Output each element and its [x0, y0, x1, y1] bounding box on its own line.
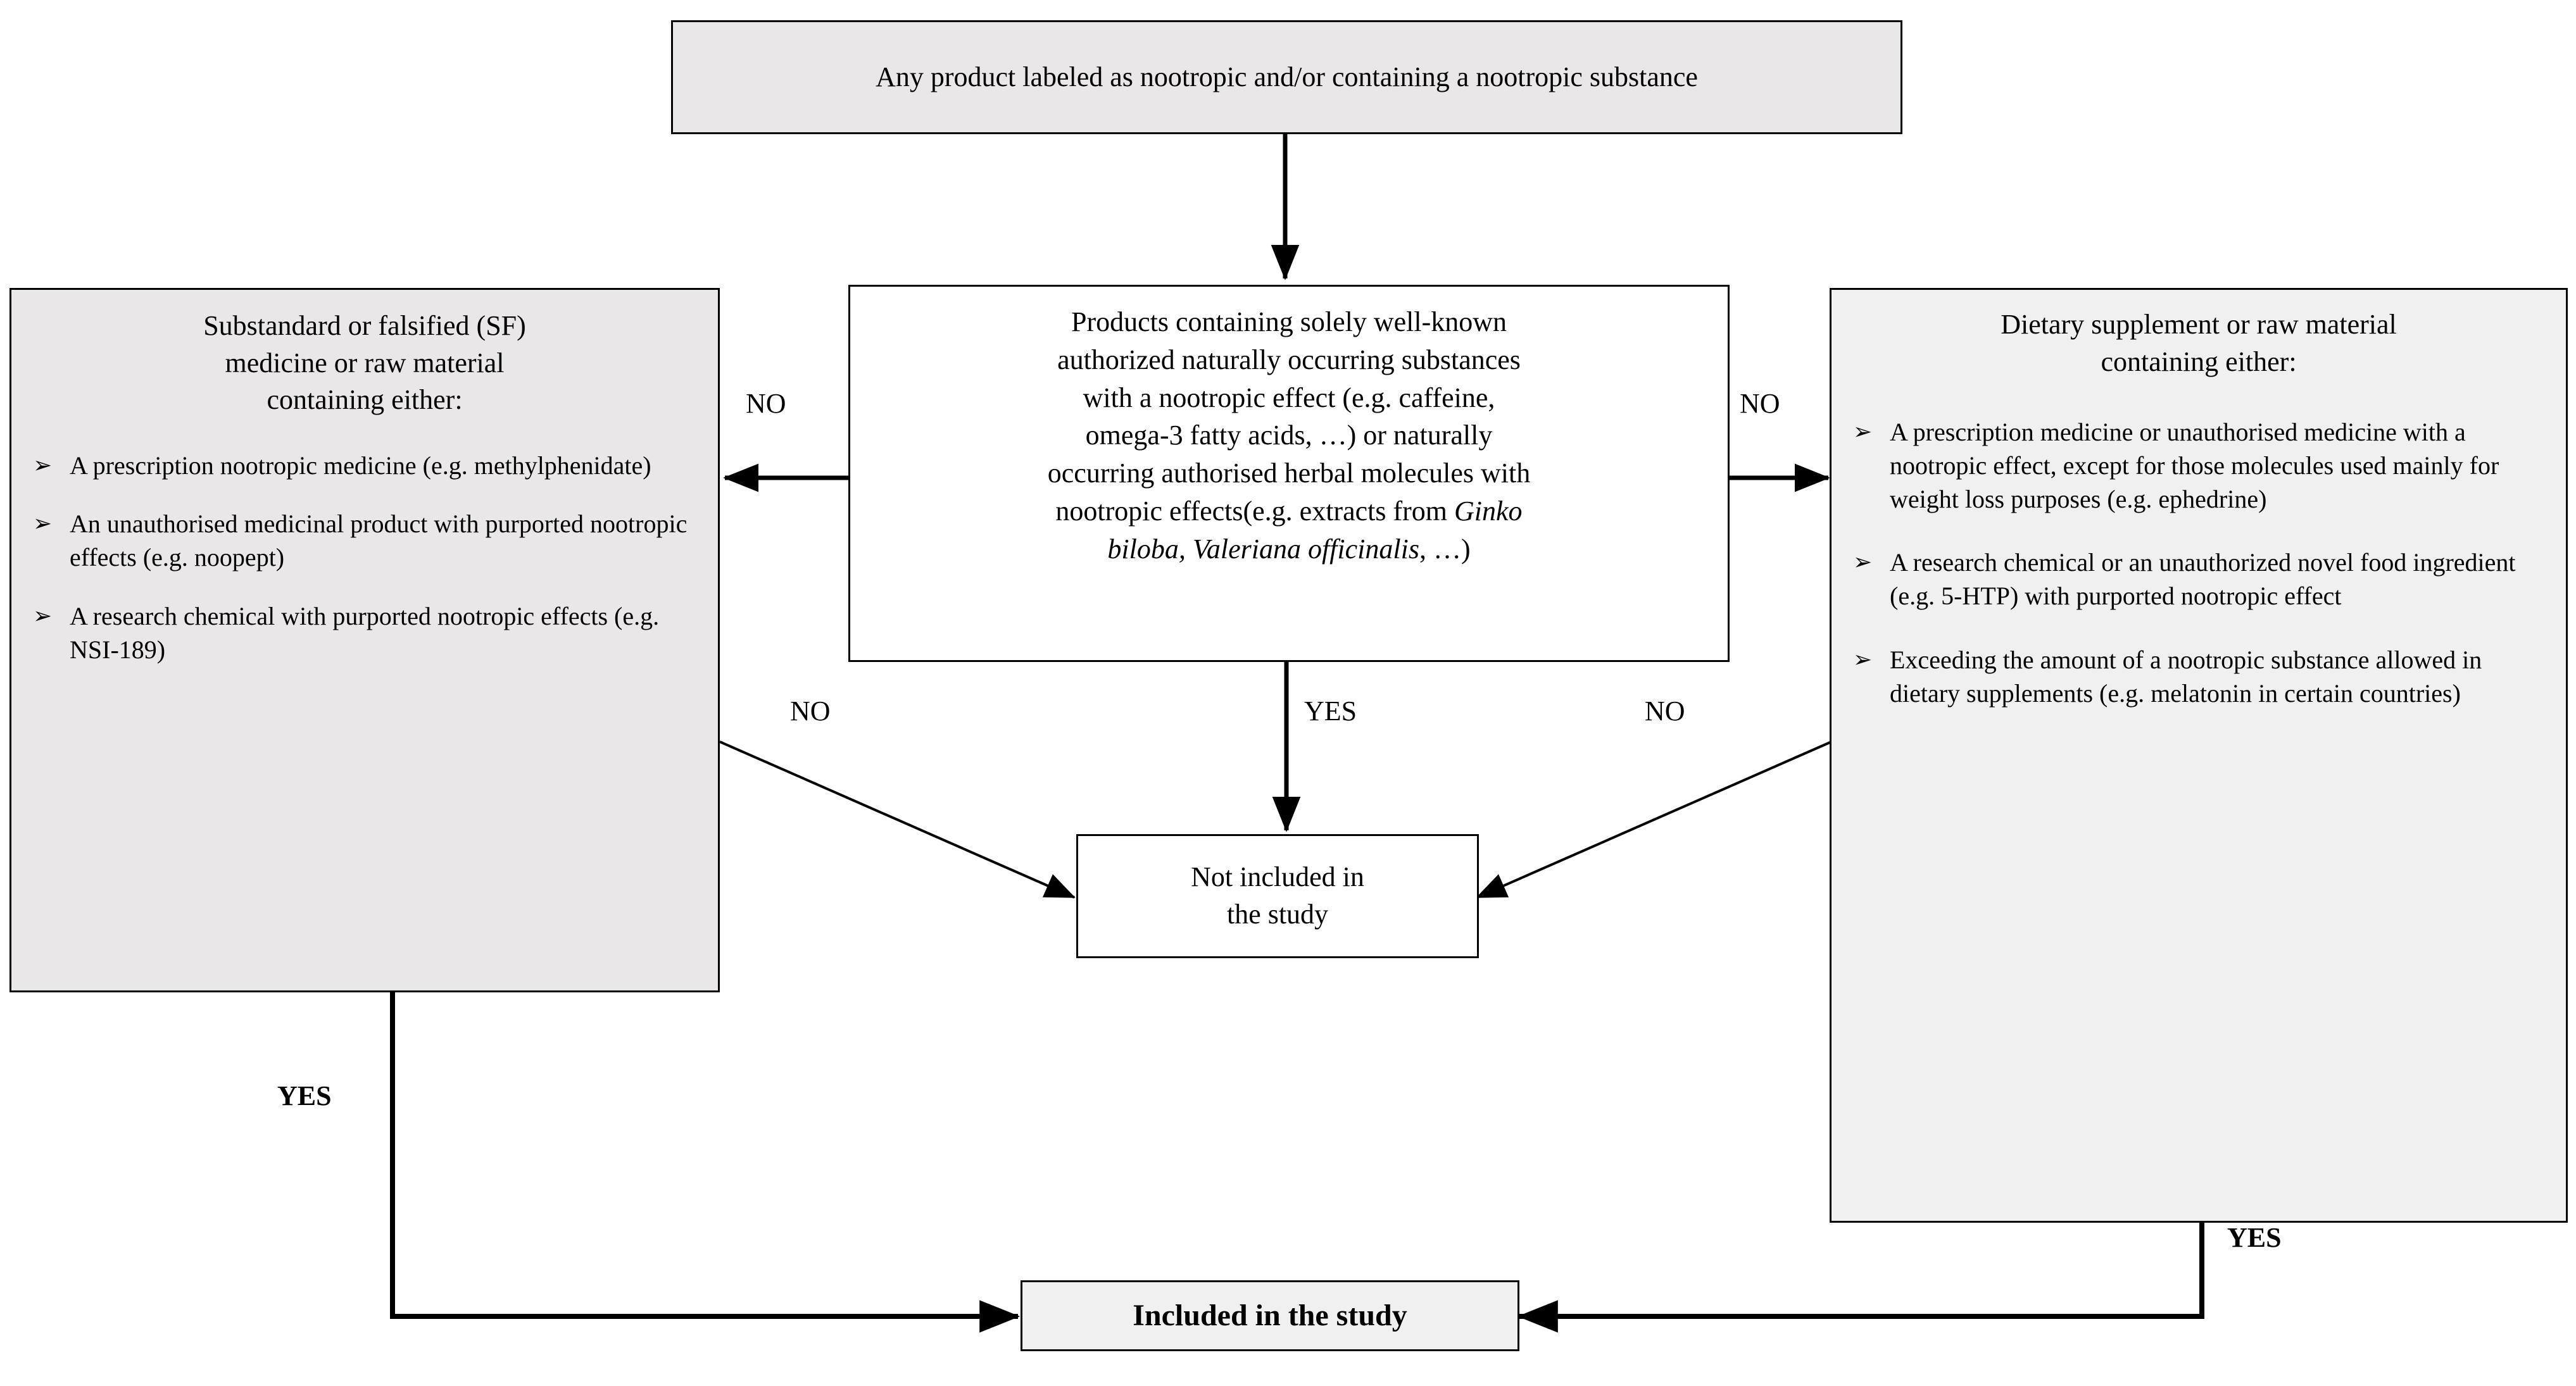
- right-bullet-1: A prescription medicine or unauthorised …: [1890, 418, 2499, 513]
- center-line-3: with a nootropic effect (e.g. caffeine,: [1083, 382, 1495, 413]
- right-bullet-2: A research chemical or an unauthorized n…: [1890, 548, 2516, 611]
- list-item: ➢ An unauthorised medicinal product with…: [33, 508, 696, 575]
- node-included[interactable]: Included in the study: [1021, 1280, 1519, 1351]
- not-included-line-2: the study: [1226, 899, 1329, 930]
- edge-left-to-included: [390, 992, 1021, 1333]
- edge-label-no-left-top: NO: [746, 388, 786, 419]
- right-heading-line-1: Dietary supplement or raw material: [2001, 309, 2397, 340]
- edge-right-to-not-included: [1476, 740, 1832, 899]
- node-top-entry[interactable]: Any product labeled as nootropic and/or …: [671, 20, 1902, 134]
- list-item: ➢ A prescription nootropic medicine (e.g…: [33, 449, 696, 483]
- right-bullet-list: ➢ A prescription medicine or unauthorise…: [1848, 416, 2549, 711]
- left-bullet-1: A prescription nootropic medicine (e.g. …: [70, 451, 651, 480]
- center-line-2: authorized naturally occurring substance…: [1057, 344, 1521, 375]
- arrow-bullet-icon: ➢: [1853, 419, 1873, 445]
- node-center-question[interactable]: Products containing solely well-known au…: [848, 285, 1730, 662]
- list-item: ➢ A research chemical with purported noo…: [33, 600, 696, 667]
- list-item: ➢ A research chemical or an unauthorized…: [1853, 546, 2549, 613]
- node-substandard-falsified[interactable]: Substandard or falsified (SF) medicine o…: [9, 288, 720, 992]
- edge-label-no-right-top: NO: [1740, 388, 1780, 419]
- node-top-entry-label: Any product labeled as nootropic and/or …: [876, 61, 1698, 93]
- center-species-2: biloba, Valeriana officinalis: [1107, 533, 1419, 565]
- arrow-bullet-icon: ➢: [33, 602, 53, 628]
- center-species-1: Ginko: [1454, 496, 1523, 527]
- center-line-5: occurring authorised herbal molecules wi…: [1047, 458, 1531, 489]
- edge-right-to-included: [1517, 1223, 2204, 1333]
- node-center-question-text: Products containing solely well-known au…: [850, 287, 1728, 575]
- arrow-bullet-icon: ➢: [1853, 647, 1873, 673]
- left-heading-line-1: Substandard or falsified (SF): [203, 310, 526, 341]
- node-not-included-label: Not included in the study: [1078, 859, 1477, 933]
- center-line-4: omega-3 fatty acids, …) or naturally: [1085, 420, 1493, 451]
- edge-label-yes-right-bottom: YES: [2227, 1222, 2282, 1253]
- right-heading-line-2: containing either:: [2101, 346, 2297, 377]
- arrow-bullet-icon: ➢: [33, 452, 53, 478]
- list-item: ➢ Exceeding the amount of a nootropic su…: [1853, 644, 2549, 711]
- left-bullet-3: A research chemical with purported nootr…: [70, 601, 660, 664]
- center-line-1: Products containing solely well-known: [1071, 306, 1507, 337]
- node-dietary-supplement[interactable]: Dietary supplement or raw material conta…: [1830, 288, 2568, 1223]
- node-not-included[interactable]: Not included in the study: [1076, 834, 1479, 958]
- edge-label-no-right-diagonal: NO: [1645, 696, 1685, 727]
- node-left-heading: Substandard or falsified (SF) medicine o…: [33, 308, 696, 419]
- edge-label-no-left-diagonal: NO: [790, 696, 831, 727]
- left-bullet-list: ➢ A prescription nootropic medicine (e.g…: [33, 449, 696, 667]
- node-included-label: Included in the study: [1133, 1299, 1407, 1333]
- center-tail: , …): [1419, 533, 1471, 565]
- left-bullet-2: An unauthorised medicinal product with p…: [70, 509, 688, 572]
- left-heading-line-2: medicine or raw material: [225, 347, 505, 378]
- left-heading-line-3: containing either:: [267, 384, 463, 416]
- arrow-bullet-icon: ➢: [1853, 549, 1873, 575]
- edge-left-to-not-included: [719, 740, 1076, 899]
- edge-label-yes-center: YES: [1304, 696, 1357, 727]
- edge-label-yes-left-bottom: YES: [277, 1080, 332, 1111]
- list-item: ➢ A prescription medicine or unauthorise…: [1853, 416, 2549, 516]
- right-bullet-3: Exceeding the amount of a nootropic subs…: [1890, 646, 2482, 708]
- node-right-heading: Dietary supplement or raw material conta…: [1848, 306, 2549, 380]
- arrow-bullet-icon: ➢: [33, 511, 53, 537]
- not-included-line-1: Not included in: [1191, 861, 1364, 893]
- center-line-6: nootropic effects(e.g. extracts from: [1055, 496, 1455, 527]
